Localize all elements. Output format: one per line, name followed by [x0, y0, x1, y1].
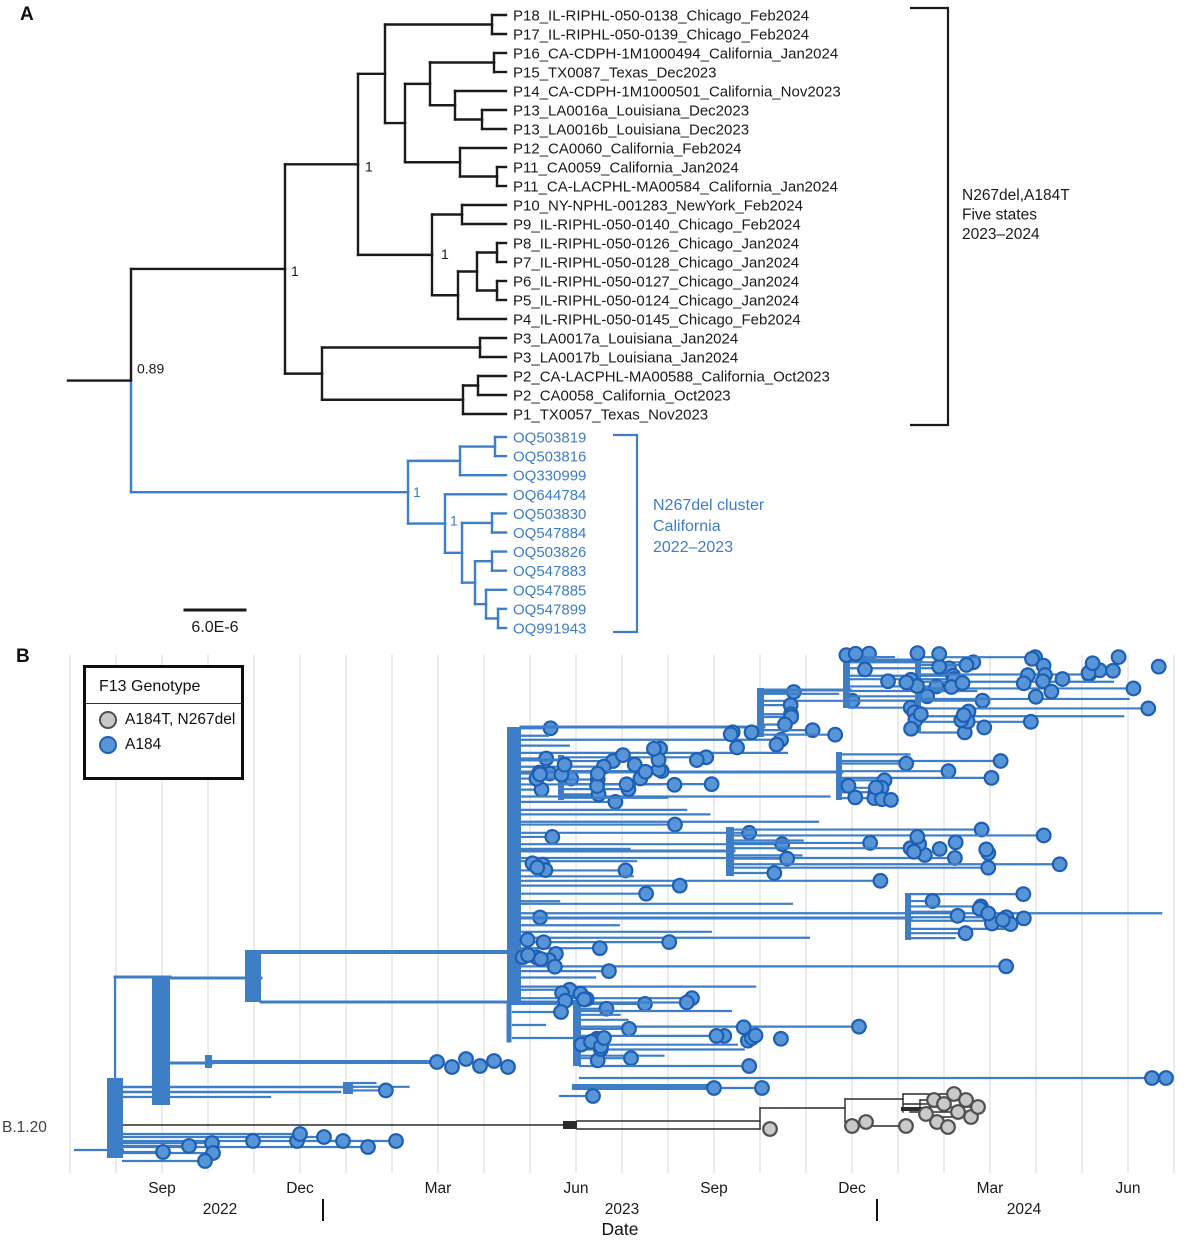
svg-text:N267del cluster: N267del cluster — [653, 497, 765, 514]
svg-text:P11_CA-LACPHL-MA00584_Californ: P11_CA-LACPHL-MA00584_California_Jan2024 — [513, 179, 838, 196]
svg-text:P3_LA0017b_Louisiana_Jan2024: P3_LA0017b_Louisiana_Jan2024 — [513, 350, 738, 367]
svg-text:2022: 2022 — [203, 1201, 237, 1218]
svg-text:1: 1 — [441, 246, 449, 262]
svg-text:OQ503816: OQ503816 — [513, 449, 586, 466]
svg-text:OQ991943: OQ991943 — [513, 621, 586, 638]
svg-text:Dec: Dec — [286, 1180, 314, 1197]
legend-entry-a184t: A184T, N267del — [86, 704, 241, 729]
panel-a-label: A — [20, 4, 34, 25]
x-axis-title: Date — [601, 1219, 639, 1239]
svg-text:OQ503826: OQ503826 — [513, 544, 586, 561]
svg-text:Sep: Sep — [148, 1180, 176, 1197]
gray-circle-icon — [99, 711, 117, 729]
svg-text:OQ547885: OQ547885 — [513, 582, 586, 599]
svg-text:P2_CA0058_California_Oct2023: P2_CA0058_California_Oct2023 — [513, 388, 731, 405]
legend-box: F13 Genotype A184T, N267del A184 — [83, 665, 244, 780]
svg-text:P13_LA0016a_Louisiana_Dec2023: P13_LA0016a_Louisiana_Dec2023 — [513, 103, 749, 120]
svg-text:OQ503819: OQ503819 — [513, 430, 586, 447]
svg-text:OQ503830: OQ503830 — [513, 506, 586, 523]
svg-text:Mar: Mar — [977, 1180, 1004, 1197]
svg-text:P5_IL-RIPHL-050-0124_Chicago_J: P5_IL-RIPHL-050-0124_Chicago_Jan2024 — [513, 293, 799, 310]
svg-text:Dec: Dec — [838, 1180, 866, 1197]
svg-text:P2_CA-LACPHL-MA00588_Californi: P2_CA-LACPHL-MA00588_California_Oct2023 — [513, 369, 830, 386]
svg-text:N267del,A184T: N267del,A184T — [962, 187, 1070, 204]
svg-text:Mar: Mar — [425, 1180, 452, 1197]
svg-text:1: 1 — [450, 513, 458, 529]
svg-text:0.89: 0.89 — [137, 361, 164, 377]
svg-text:P4_IL-RIPHL-050-0145_Chicago_F: P4_IL-RIPHL-050-0145_Chicago_Feb2024 — [513, 312, 801, 329]
svg-text:P18_IL-RIPHL-050-0138_Chicago_: P18_IL-RIPHL-050-0138_Chicago_Feb2024 — [513, 8, 809, 25]
svg-text:OQ547884: OQ547884 — [513, 525, 586, 542]
svg-text:2022–2023: 2022–2023 — [653, 539, 733, 556]
svg-text:P10_NY-NPHL-001283_NewYork_Feb: P10_NY-NPHL-001283_NewYork_Feb2024 — [513, 198, 803, 215]
svg-text:California: California — [653, 518, 721, 535]
legend-title: F13 Genotype — [86, 668, 241, 704]
svg-text:P12_CA0060_California_Feb2024: P12_CA0060_California_Feb2024 — [513, 141, 742, 158]
svg-text:P17_IL-RIPHL-050-0139_Chicago_: P17_IL-RIPHL-050-0139_Chicago_Feb2024 — [513, 27, 809, 44]
svg-text:2023–2024: 2023–2024 — [962, 226, 1040, 243]
svg-text:P13_LA0016b_Louisiana_Dec2023: P13_LA0016b_Louisiana_Dec2023 — [513, 122, 749, 139]
blue-circle-icon — [99, 736, 117, 754]
svg-text:2024: 2024 — [1007, 1201, 1042, 1218]
legend-entry-a184: A184 — [86, 729, 241, 754]
legend-entry-label: A184T, N267del — [125, 711, 236, 728]
svg-text:OQ547883: OQ547883 — [513, 563, 586, 580]
svg-text:Five states: Five states — [962, 207, 1037, 224]
svg-text:P1_TX0057_Texas_Nov2023: P1_TX0057_Texas_Nov2023 — [513, 407, 708, 424]
svg-text:P9_IL-RIPHL-050-0140_Chicago_F: P9_IL-RIPHL-050-0140_Chicago_Feb2024 — [513, 217, 801, 234]
svg-text:P14_CA-CDPH-1M1000501_Californ: P14_CA-CDPH-1M1000501_California_Nov2023 — [513, 84, 841, 101]
svg-text:P16_CA-CDPH-1M1000494_Californ: P16_CA-CDPH-1M1000494_California_Jan2024 — [513, 46, 838, 63]
svg-text:P11_CA0059_California_Jan2024: P11_CA0059_California_Jan2024 — [513, 160, 739, 177]
clade-label-b120: B.1.20 — [2, 1119, 47, 1136]
svg-text:P7_IL-RIPHL-050-0128_Chicago_J: P7_IL-RIPHL-050-0128_Chicago_Jan2024 — [513, 255, 799, 272]
svg-text:6.0E-6: 6.0E-6 — [191, 619, 238, 636]
legend-entry-label: A184 — [125, 736, 162, 753]
svg-text:OQ644784: OQ644784 — [513, 487, 586, 504]
svg-text:Jun: Jun — [564, 1180, 589, 1197]
svg-text:1: 1 — [291, 263, 299, 279]
svg-text:1: 1 — [365, 158, 373, 174]
svg-text:2023: 2023 — [605, 1201, 639, 1218]
svg-text:P8_IL-RIPHL-050-0126_Chicago_J: P8_IL-RIPHL-050-0126_Chicago_Jan2024 — [513, 236, 799, 253]
svg-text:Jun: Jun — [1116, 1180, 1141, 1197]
svg-text:OQ330999: OQ330999 — [513, 468, 586, 485]
svg-text:Sep: Sep — [700, 1180, 728, 1197]
panel-b-label: B — [16, 646, 30, 667]
svg-text:P15_TX0087_Texas_Dec2023: P15_TX0087_Texas_Dec2023 — [513, 65, 716, 82]
svg-text:OQ547899: OQ547899 — [513, 601, 586, 618]
svg-text:P3_LA0017a_Louisiana_Jan2024: P3_LA0017a_Louisiana_Jan2024 — [513, 331, 738, 348]
svg-text:1: 1 — [413, 484, 421, 500]
svg-text:P6_IL-RIPHL-050-0127_Chicago_J: P6_IL-RIPHL-050-0127_Chicago_Jan2024 — [513, 274, 799, 291]
